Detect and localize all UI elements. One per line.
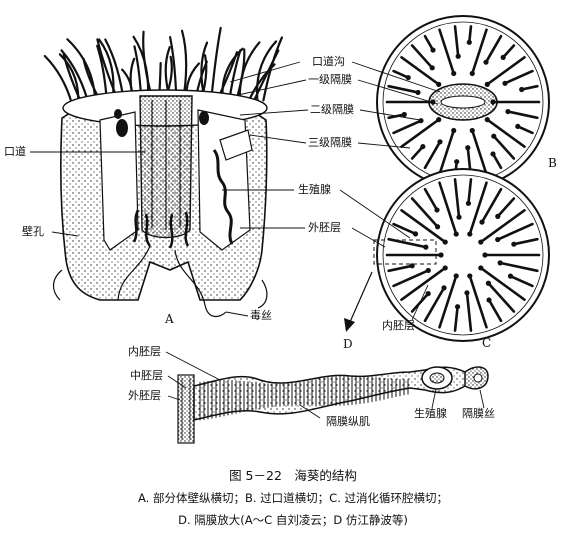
leader-lines — [30, 61, 485, 419]
label-acontia: 毒丝 — [250, 309, 272, 322]
panel-d-drawing — [177, 366, 489, 444]
label-d-filament: 隔膜丝 — [462, 407, 495, 420]
figure-title: 图 5－22 海葵的结构 — [229, 468, 357, 483]
figure-caption-line2: D. 隔膜放大(A～C 自刘凌云；D 仿江静波等) — [178, 513, 408, 527]
label-d-gonad: 生殖腺 — [414, 407, 447, 420]
label-d-ectoderm: 外胚层 — [128, 389, 161, 402]
label-pharynx: 口道 — [4, 145, 26, 158]
label-d-endoderm: 内胚层 — [128, 345, 161, 358]
label-d-mesoglea: 中胚层 — [130, 369, 163, 382]
label-tertiary-septum: 三级隔膜 — [308, 136, 352, 149]
label-wall-pore: 壁孔 — [22, 225, 44, 238]
panel-a-drawing — [43, 26, 284, 317]
label-gonad: 生殖腺 — [298, 183, 331, 196]
label-ectoderm: 外胚层 — [308, 221, 341, 234]
panel-letter-d: D — [343, 337, 353, 351]
panel-b-drawing — [376, 15, 550, 189]
label-primary-septum: 一级隔膜 — [308, 73, 352, 86]
label-oral-groove: 口道沟 — [312, 55, 345, 68]
label-endoderm-c: 内胚层 — [382, 319, 415, 332]
figure-caption-line1: A. 部分体壁纵横切；B. 过口道横切；C. 过消化循环腔横切； — [137, 491, 448, 505]
panel-letter-b: B — [548, 156, 557, 170]
panel-letter-a: A — [165, 312, 174, 326]
panel-c-drawing — [344, 168, 550, 342]
septum-band — [193, 366, 466, 421]
label-secondary-septum: 二级隔膜 — [310, 103, 354, 116]
panel-letter-c: C — [482, 336, 492, 350]
label-d-muscle: 隔膜纵肌 — [326, 415, 370, 428]
